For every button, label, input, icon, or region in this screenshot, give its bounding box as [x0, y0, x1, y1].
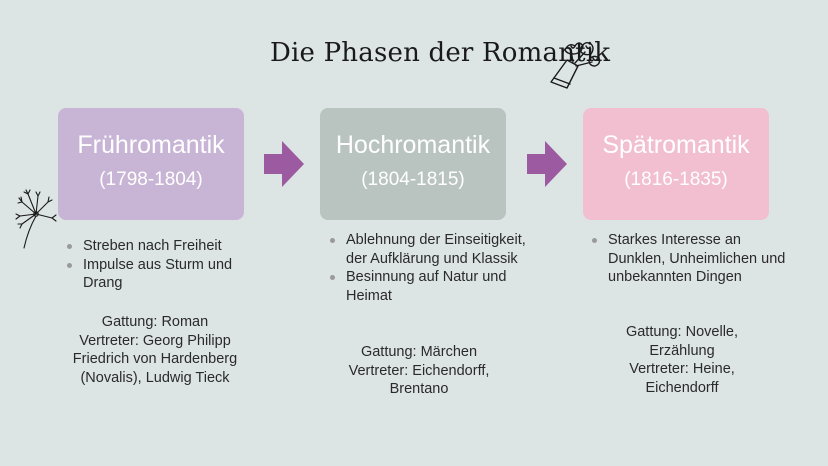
phase-box-spaetromantik: Spätromantik (1816-1835) [583, 108, 769, 220]
detail-line: Brentano [389, 381, 449, 397]
phase-box-hochromantik: Hochromantik (1804-1815) [320, 108, 506, 220]
arrow-right-icon [264, 141, 304, 187]
detail-line: Vertreter: Eichendorff, [348, 362, 490, 379]
phase-years: (1798-1804) [99, 169, 203, 190]
phase-name: Spätromantik [602, 131, 750, 159]
detail-line: (Novalis), Ludwig Tieck [80, 369, 230, 386]
phase-box-fruehromantik: Frühromantik (1798-1804) [58, 108, 244, 220]
page-title: Die Phasen der Romantik [270, 38, 611, 68]
bullet-item: Starkes Interesse an Dunklen, Unheimlich… [588, 231, 788, 287]
bullet-item: Ablehnung der Einseitigkeit, der Aufklär… [326, 231, 526, 268]
detail-line: Eichendorff [645, 379, 719, 396]
bullet-item: Streben nach Freiheit [63, 237, 263, 256]
details-spaetromantik: Gattung: Novelle, Erzählung Vertreter: H… [577, 323, 787, 397]
detail-line: Gattung: Roman [101, 314, 209, 330]
details-hochromantik: Gattung: Märchen Vertreter: Eichendorff,… [314, 343, 524, 399]
arrow-right-icon [527, 141, 567, 187]
phase-years: (1816-1835) [624, 169, 728, 190]
phase-name: Frühromantik [77, 131, 225, 159]
flower-bouquet-icon [550, 41, 601, 89]
detail-line: Friedrich von Hardenberg [72, 351, 238, 367]
detail-line: Vertreter: Heine, [629, 361, 735, 377]
details-fruehromantik: Gattung: Roman Vertreter: Georg Philipp … [50, 313, 260, 387]
detail-line: Erzählung [649, 342, 715, 359]
bullet-list-hochromantik: Ablehnung der Einseitigkeit, der Aufklär… [326, 231, 526, 305]
detail-line: Vertreter: Georg Philipp [79, 332, 231, 349]
bullet-item: Besinnung auf Natur und Heimat [326, 268, 526, 305]
phase-years: (1804-1815) [361, 169, 465, 190]
bullet-list-spaetromantik: Starkes Interesse an Dunklen, Unheimlich… [588, 231, 788, 287]
bullet-list-fruehromantik: Streben nach Freiheit Impulse aus Sturm … [63, 237, 263, 293]
phase-name: Hochromantik [335, 131, 491, 159]
detail-line: Gattung: Novelle, [625, 324, 739, 340]
bullet-item: Impulse aus Sturm und Drang [63, 256, 263, 293]
detail-line: Gattung: Märchen [360, 344, 478, 360]
